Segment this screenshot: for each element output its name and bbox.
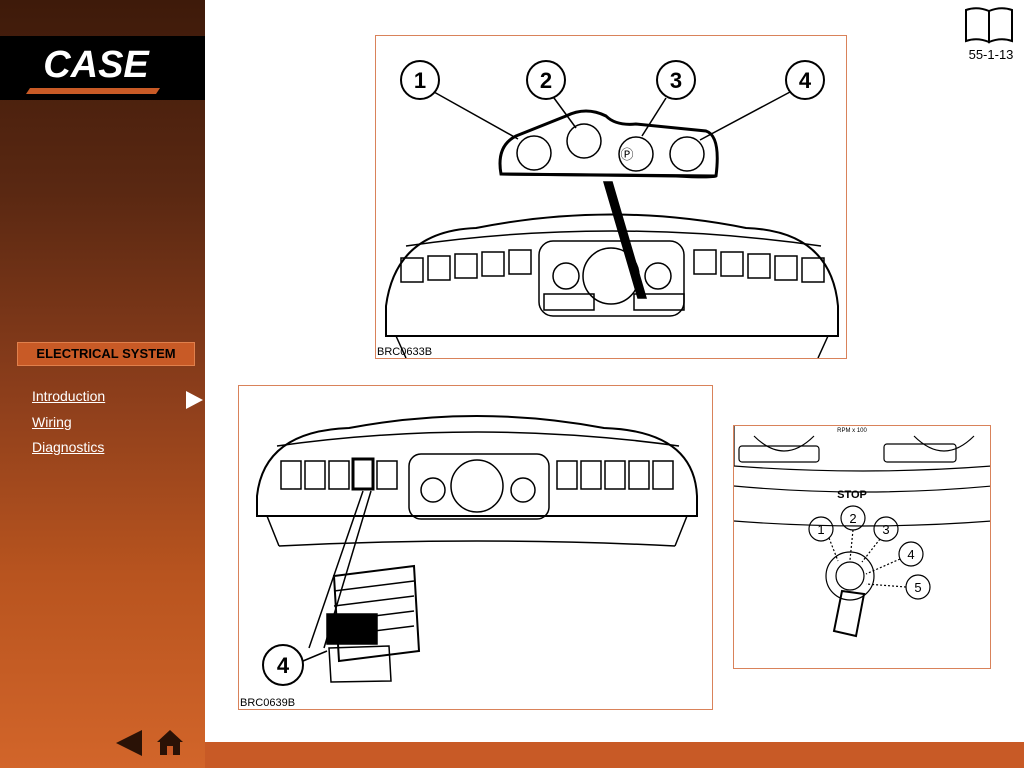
nav-link-introduction[interactable]: Introduction — [32, 388, 106, 404]
back-arrow-icon — [116, 730, 142, 756]
page-number: 55-1-13 — [968, 47, 1014, 62]
callout-5: 5 — [914, 580, 921, 595]
callout-1: 1 — [414, 68, 426, 93]
dashboard-switch-illustration: 4 — [256, 415, 698, 686]
nav-link-wiring[interactable]: Wiring — [32, 414, 72, 430]
nav-arrow-icon[interactable] — [186, 391, 203, 409]
callout-4: 4 — [799, 68, 812, 93]
figure-code: BRC0639B — [240, 697, 296, 709]
svg-text:Ⓟ: Ⓟ — [620, 147, 633, 162]
callout-1: 1 — [817, 522, 824, 537]
logo-text: CASE — [43, 44, 150, 86]
home-icon — [157, 730, 183, 755]
figure-dashboard-warning-lamps: 1 2 3 4 Ⓟ BRC0633B — [375, 35, 847, 359]
bottom-bar — [205, 742, 1024, 768]
dashboard-warning-lamps-illustration: 1 2 3 4 Ⓟ — [385, 60, 839, 358]
callout-2: 2 — [849, 511, 856, 526]
case-logo: CASE — [0, 36, 205, 100]
callout-4: 4 — [907, 547, 914, 562]
case-logo-graphic: CASE — [26, 44, 160, 94]
figure-code: BRC0633B — [377, 346, 433, 358]
callout-2: 2 — [540, 68, 552, 93]
ignition-switch-illustration: 1 2 3 4 5 STOP RPM x 100 — [734, 426, 990, 638]
section-title: ELECTRICAL SYSTEM — [17, 342, 195, 366]
home-button[interactable] — [156, 728, 184, 756]
figure-ignition-switch: 1 2 3 4 5 STOP RPM x 100 — [733, 425, 991, 669]
back-button[interactable] — [116, 730, 144, 756]
book-icon[interactable] — [964, 6, 1014, 44]
sidebar: CASE ELECTRICAL SYSTEM Introduction Wiri… — [0, 0, 205, 768]
gauge-label: RPM x 100 — [837, 428, 867, 434]
figure-dashboard-switch: 4 BRC0639B — [238, 385, 713, 710]
nav-link-diagnostics[interactable]: Diagnostics — [32, 439, 105, 455]
callout-3: 3 — [670, 68, 682, 93]
callout-3: 3 — [882, 522, 889, 537]
stop-label: STOP — [837, 489, 867, 501]
callout-4: 4 — [277, 653, 290, 678]
